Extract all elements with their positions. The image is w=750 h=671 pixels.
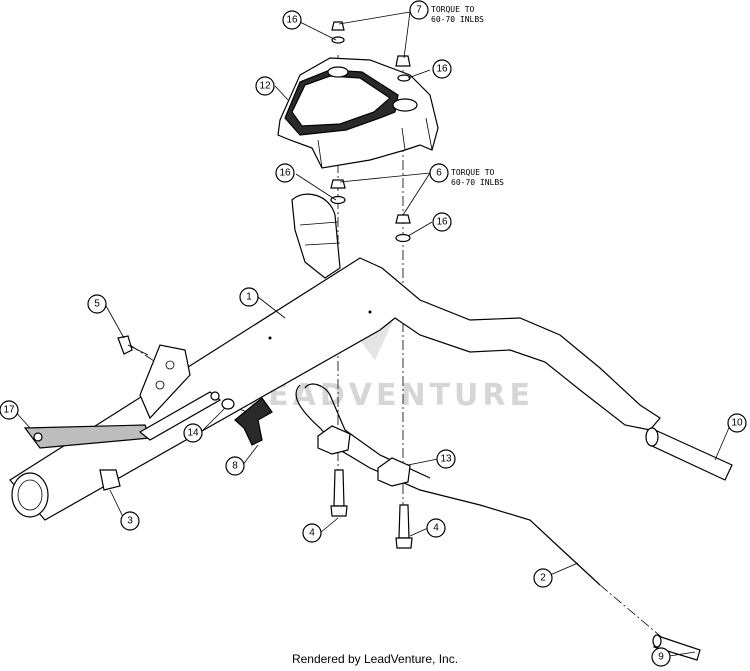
callout-text: 8 [232, 461, 238, 472]
callout-9: 9 [651, 647, 671, 667]
torque-note-top: TORQUE TO 60-70 INLBS [431, 5, 484, 24]
callout-text: 16 [286, 15, 298, 26]
callout-16-top-left: 16 [282, 10, 302, 30]
callout-13: 13 [436, 449, 456, 469]
torque-note-line: TORQUE TO [451, 168, 495, 177]
callout-1: 1 [239, 287, 259, 307]
callout-text: 10 [731, 418, 743, 429]
torque-note-middle: TORQUE TO 60-70 INLBS [451, 168, 504, 187]
callout-text: 17 [3, 405, 15, 416]
callout-text: 16 [436, 217, 448, 228]
callout-16-mid-left: 16 [275, 163, 295, 183]
callout-text: 7 [416, 5, 422, 16]
callout-text: 16 [436, 64, 448, 75]
callout-6: 6 [429, 163, 449, 183]
callout-16-mid-right: 16 [432, 212, 452, 232]
callout-2: 2 [533, 568, 553, 588]
watermark-text: LEADVENTURE [245, 378, 534, 413]
bolts-part-4 [330, 469, 413, 549]
nuts-and-washers [330, 21, 411, 243]
control-bail-part-13 [295, 383, 601, 586]
callout-text: 16 [279, 168, 291, 179]
grips [645, 427, 733, 661]
callout-12: 12 [255, 76, 275, 96]
torque-note-line: TORQUE TO [431, 5, 475, 14]
callout-17: 17 [0, 400, 19, 420]
callout-14: 14 [183, 423, 203, 443]
torque-note-line: 60-70 INLBS [451, 178, 504, 187]
callout-text: 2 [540, 573, 546, 584]
handle-panel-part-12 [277, 57, 439, 169]
mounting-bracket [139, 344, 191, 420]
callout-text: 3 [127, 516, 133, 527]
callout-16-top-right: 16 [432, 59, 452, 79]
callout-7: 7 [409, 0, 429, 20]
callout-text: 13 [440, 454, 452, 465]
hardware-left [99, 335, 273, 491]
callout-text: 4 [309, 528, 315, 539]
callout-10: 10 [727, 413, 747, 433]
callout-4-left: 4 [302, 523, 322, 543]
callout-5: 5 [87, 294, 107, 314]
callout-text: 1 [246, 292, 252, 303]
torque-note-line: 60-70 INLBS [431, 15, 484, 24]
callout-8: 8 [225, 456, 245, 476]
footer-credit: Rendered by LeadVenture, Inc. [291, 652, 459, 666]
callout-text: 14 [187, 428, 199, 439]
callout-3: 3 [120, 511, 140, 531]
callout-text: 12 [259, 81, 271, 92]
shift-link-part-17 [23, 391, 222, 449]
callout-text: 5 [94, 299, 100, 310]
callout-text: 4 [433, 523, 439, 534]
callout-text: 9 [658, 652, 664, 663]
callout-text: 6 [436, 168, 442, 179]
callout-4-right: 4 [426, 518, 446, 538]
